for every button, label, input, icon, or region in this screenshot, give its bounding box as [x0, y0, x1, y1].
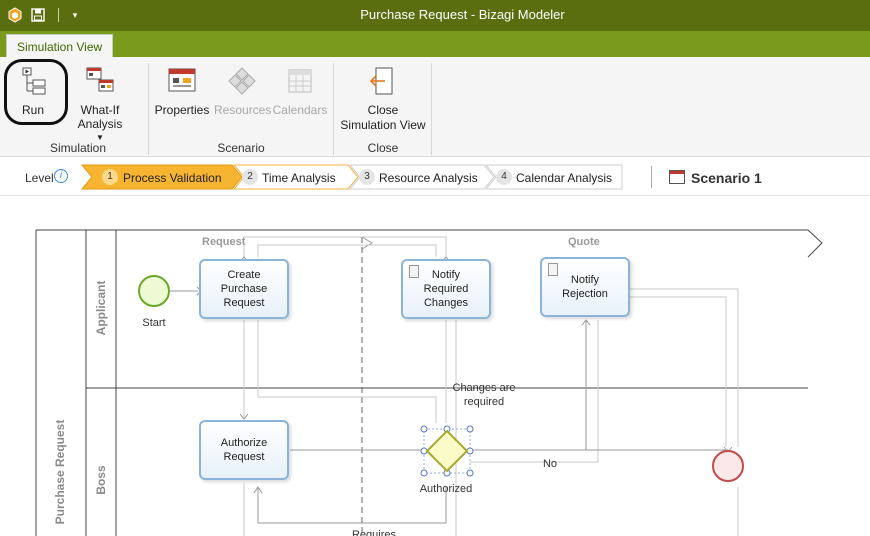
flow-label-no: No — [542, 458, 558, 470]
what-if-icon — [86, 67, 114, 92]
level-bar: Level i 1 Process Validation 2 Time Anal… — [0, 158, 870, 196]
diagram-canvas[interactable]: Purchase Request Applicant Boss Request … — [0, 197, 870, 536]
close-simulation-view-label: Close Simulation View — [338, 103, 428, 133]
ribbon-separator — [148, 63, 149, 155]
ribbon: Run What-If Analysis ▼ Simulation Proper… — [0, 57, 870, 157]
resources-button[interactable]: Resources — [214, 65, 272, 117]
resources-icon — [228, 67, 256, 95]
properties-button[interactable]: Properties — [154, 65, 210, 117]
run-label: Run — [21, 103, 44, 117]
script-icon — [409, 265, 419, 278]
ribbon-separator — [431, 63, 432, 155]
phase-label-quote: Quote — [568, 236, 600, 248]
step-number-4: 4 — [496, 169, 512, 185]
diagram-lines — [35, 229, 823, 536]
phase-label-request: Request — [202, 236, 246, 248]
lane-label-applicant: Applicant — [94, 280, 108, 336]
step-chevron-1[interactable] — [80, 164, 243, 190]
task-label-line: Required — [423, 283, 469, 295]
what-if-analysis-button[interactable]: What-If Analysis ▼ — [60, 65, 140, 142]
task-label-line: Changes — [423, 297, 469, 309]
scenario-icon — [669, 170, 685, 184]
step-label-calendar-analysis: Calendar Analysis — [516, 171, 613, 185]
task-label-line: Authorize — [220, 437, 268, 449]
gateway-label-authorized: Authorized — [419, 483, 473, 495]
calendars-label: Calendars — [272, 103, 328, 117]
task-label-line: Rejection — [562, 288, 608, 300]
step-label-resource-analysis: Resource Analysis — [379, 171, 478, 185]
step-label-process-validation: Process Validation — [123, 171, 222, 185]
step-number-1: 1 — [102, 169, 118, 185]
task-label-line: Notify — [431, 269, 461, 281]
tab-simulation-view[interactable]: Simulation View — [6, 34, 114, 58]
script-icon — [548, 263, 558, 276]
task-label-line: Purchase — [220, 283, 268, 295]
task-label-line: Request — [223, 297, 265, 309]
task-label-line: Notify — [570, 274, 600, 286]
ribbon-tab-strip: Simulation View — [0, 31, 870, 58]
run-icon — [22, 67, 46, 95]
chevron-down-icon: ▼ — [96, 133, 104, 142]
run-button[interactable]: Run — [14, 65, 52, 117]
start-event — [138, 275, 170, 307]
flow-label-line: Changes are — [452, 382, 516, 394]
close-simulation-view-button[interactable]: Close Simulation View — [338, 65, 428, 133]
title-bar: ▾ Purchase Request - Bizagi Modeler — [0, 0, 870, 31]
step-label-time-analysis: Time Analysis — [262, 171, 336, 185]
step-number-3: 3 — [359, 169, 375, 185]
resources-label: Resources — [214, 103, 272, 117]
customize-dropdown-icon[interactable]: ▾ — [72, 9, 78, 20]
pool-label: Purchase Request — [53, 419, 67, 525]
ribbon-separator — [333, 63, 334, 155]
flow-label-requires: Requires — [351, 529, 397, 536]
calendars-icon — [288, 69, 312, 93]
end-event — [712, 450, 744, 482]
level-steps-chevrons — [80, 164, 623, 190]
quick-access-separator — [58, 8, 59, 22]
step-chevron-4[interactable] — [484, 164, 623, 190]
close-label-line1: Close — [367, 103, 399, 117]
group-label-simulation: Simulation — [49, 141, 107, 155]
lane-label-boss: Boss — [94, 465, 108, 495]
step-number-2: 2 — [242, 169, 258, 185]
close-label-line2: Simulation View — [340, 118, 426, 132]
window-title: Purchase Request - Bizagi Modeler — [360, 7, 565, 22]
what-if-analysis-label: What-If Analysis — [77, 103, 123, 131]
authorized-gateway — [425, 429, 469, 473]
close-view-icon — [369, 67, 393, 95]
task-label-line: Create — [227, 269, 261, 281]
scenario-name[interactable]: Scenario 1 — [691, 170, 762, 186]
save-icon[interactable] — [29, 6, 47, 24]
group-label-scenario: Scenario — [217, 141, 265, 155]
scenario-separator — [651, 166, 652, 188]
flow-label-line: required — [463, 396, 505, 408]
start-event-label: Start — [142, 317, 166, 329]
properties-icon — [168, 68, 196, 92]
run-highlight-circle — [4, 59, 68, 125]
info-icon[interactable]: i — [54, 169, 68, 183]
group-label-close: Close — [367, 141, 399, 155]
calendars-button[interactable]: Calendars — [272, 65, 328, 117]
level-label: Level — [25, 171, 54, 185]
bizagi-logo-icon[interactable] — [6, 6, 24, 24]
properties-label: Properties — [154, 103, 210, 117]
task-label-line: Request — [223, 451, 265, 463]
flow-label-changes-required: Changes are required — [440, 381, 528, 409]
